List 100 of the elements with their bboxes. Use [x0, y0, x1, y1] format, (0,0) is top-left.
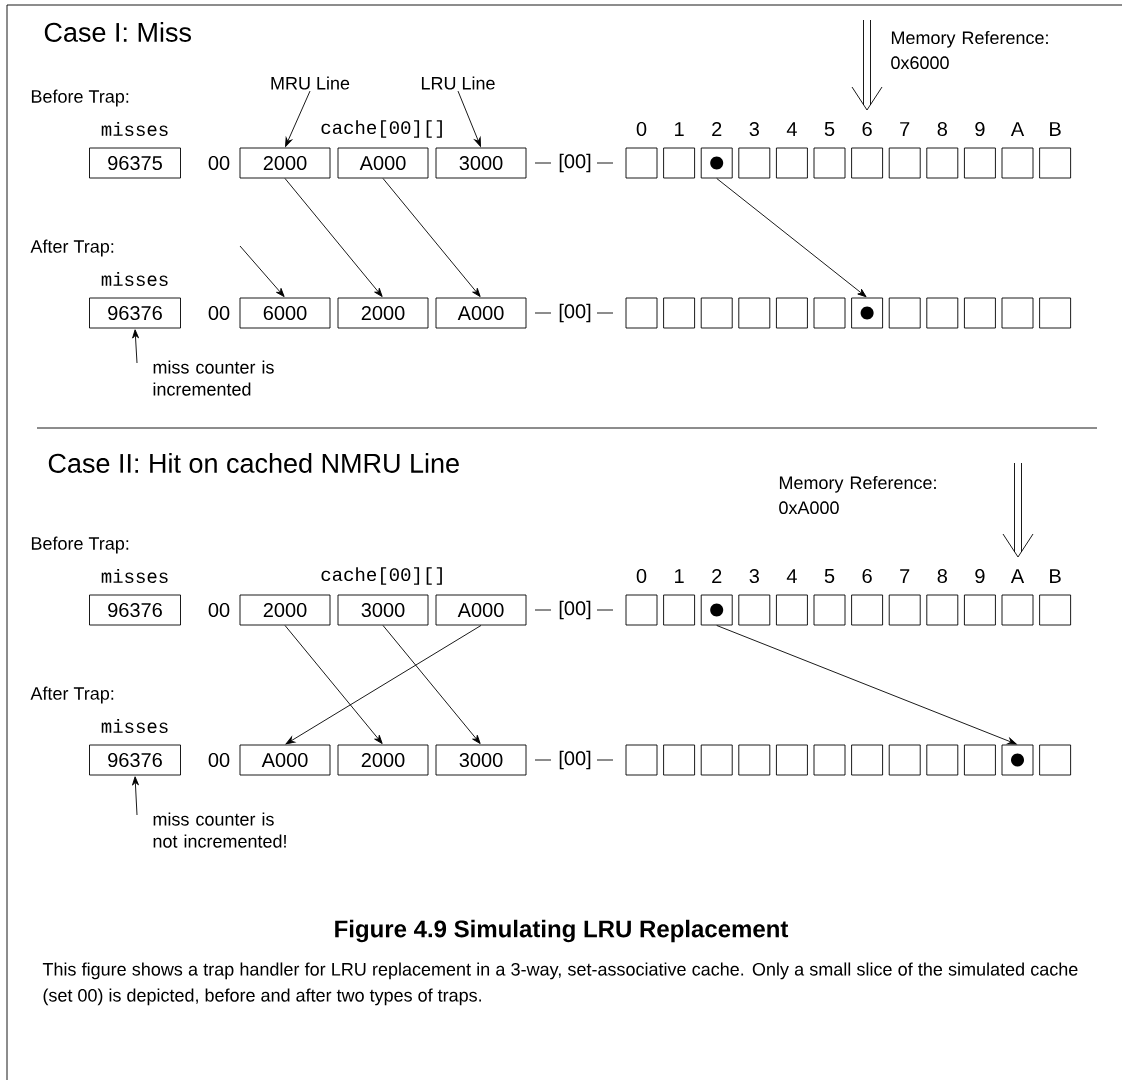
counter-box: 96376 — [89, 297, 181, 329]
arrow — [457, 90, 481, 147]
memory-slot — [775, 147, 808, 179]
memory-slot — [813, 594, 846, 626]
section-heading: Case I: Miss — [44, 22, 191, 42]
memory-slot — [926, 297, 959, 329]
arrow — [716, 625, 1017, 745]
arrow — [239, 245, 285, 297]
column-number: 4 — [786, 122, 797, 136]
arrow — [284, 625, 383, 744]
note-text: miss counter is not incremented! — [153, 812, 286, 848]
arrow — [285, 90, 311, 147]
memory-slot — [851, 744, 884, 776]
arrow — [382, 178, 481, 297]
memory-slot — [663, 297, 696, 329]
column-number: B — [1050, 569, 1061, 583]
figure-title: Figure 4.9 Simulating LRU Replacement — [335, 919, 789, 943]
memory-slot — [738, 297, 771, 329]
column-number: 5 — [824, 122, 835, 136]
memory-slot — [926, 744, 959, 776]
column-number: 5 — [824, 569, 835, 583]
reference-label: Memory Reference: 0xA000 — [779, 475, 936, 515]
memory-slot — [738, 744, 771, 776]
column-number: A — [1010, 569, 1025, 583]
column-number: 2 — [712, 122, 722, 136]
memory-slot — [888, 594, 921, 626]
memory-slot — [738, 594, 771, 626]
memory-slot — [700, 594, 733, 626]
memory-slot — [813, 297, 846, 329]
memory-slot — [625, 594, 658, 626]
set-index-label: [00] — [534, 153, 614, 173]
row-heading: After Trap: — [30, 239, 114, 257]
pointer-label: LRU Line — [421, 76, 495, 90]
variable-name: cache[00][] — [321, 120, 442, 138]
memory-slot — [926, 594, 959, 626]
set-number: 00 — [208, 155, 230, 171]
note-text: miss counter is incremented — [153, 360, 274, 396]
arrow — [284, 178, 383, 297]
memory-slot — [963, 744, 996, 776]
column-number: 6 — [862, 121, 872, 137]
memory-slot — [775, 744, 808, 776]
row-heading: Before Trap: — [31, 89, 129, 107]
column-number: 9 — [975, 568, 985, 584]
arrow — [382, 625, 481, 744]
memory-slot — [700, 147, 733, 179]
arrow — [716, 178, 867, 298]
set-number: 00 — [208, 305, 230, 321]
set-index-label: [00] — [534, 600, 614, 620]
column-number: 7 — [900, 569, 910, 583]
memory-slot — [963, 147, 996, 179]
set-number: 00 — [208, 602, 230, 618]
set-index-label: [00] — [534, 303, 614, 323]
memory-slot — [1001, 594, 1034, 626]
caption-text: This figure shows a trap handler for LRU replacement in a 3-way, set-associative cache. Only a small slice of the simulated cache (set 00) is depicted, before and after two types of traps. — [42, 962, 1078, 1006]
memory-slot — [700, 744, 733, 776]
memory-slot — [888, 147, 921, 179]
column-number: 9 — [975, 121, 985, 137]
column-number: B — [1050, 122, 1061, 136]
memory-slot — [1039, 744, 1072, 776]
memory-slot — [700, 297, 733, 329]
memory-slot — [813, 147, 846, 179]
memory-slot — [851, 594, 884, 626]
memory-slot — [1001, 297, 1034, 329]
memory-slot — [1039, 147, 1072, 179]
counter-box: 96376 — [89, 744, 181, 776]
set-index-label: [00] — [534, 750, 614, 770]
counter-box: 96376 — [89, 594, 181, 626]
arrow — [132, 329, 139, 364]
memory-slot — [663, 594, 696, 626]
memory-slot — [963, 297, 996, 329]
memory-slot — [813, 744, 846, 776]
set-number: 00 — [208, 752, 230, 768]
column-number: 6 — [862, 568, 872, 584]
section-heading: Case II: Hit on cached NMRU Line — [48, 453, 459, 473]
memory-slot — [625, 297, 658, 329]
row-heading: Before Trap: — [31, 536, 129, 554]
memory-slot — [625, 147, 658, 179]
column-number: 4 — [786, 569, 797, 583]
column-number: 8 — [937, 121, 947, 137]
column-number: 7 — [900, 122, 910, 136]
column-number: 1 — [675, 122, 684, 136]
memory-slot — [775, 594, 808, 626]
memory-slot — [851, 147, 884, 179]
pointer-label: MRU Line — [271, 76, 350, 90]
column-number: 0 — [636, 568, 647, 584]
memory-slot — [738, 147, 771, 179]
memory-slot — [663, 147, 696, 179]
column-number: 3 — [749, 568, 759, 584]
memory-slot — [1039, 297, 1072, 329]
arrow — [285, 625, 482, 745]
memory-slot — [1039, 594, 1072, 626]
counter-box: 96375 — [89, 147, 181, 179]
memory-slot — [663, 744, 696, 776]
memory-slot — [888, 297, 921, 329]
reference-label: Memory Reference: 0x6000 — [891, 30, 1048, 70]
memory-slot — [851, 297, 884, 329]
memory-slot — [775, 297, 808, 329]
column-number: 8 — [937, 568, 947, 584]
memory-slot — [1001, 147, 1034, 179]
arrow — [132, 776, 139, 816]
